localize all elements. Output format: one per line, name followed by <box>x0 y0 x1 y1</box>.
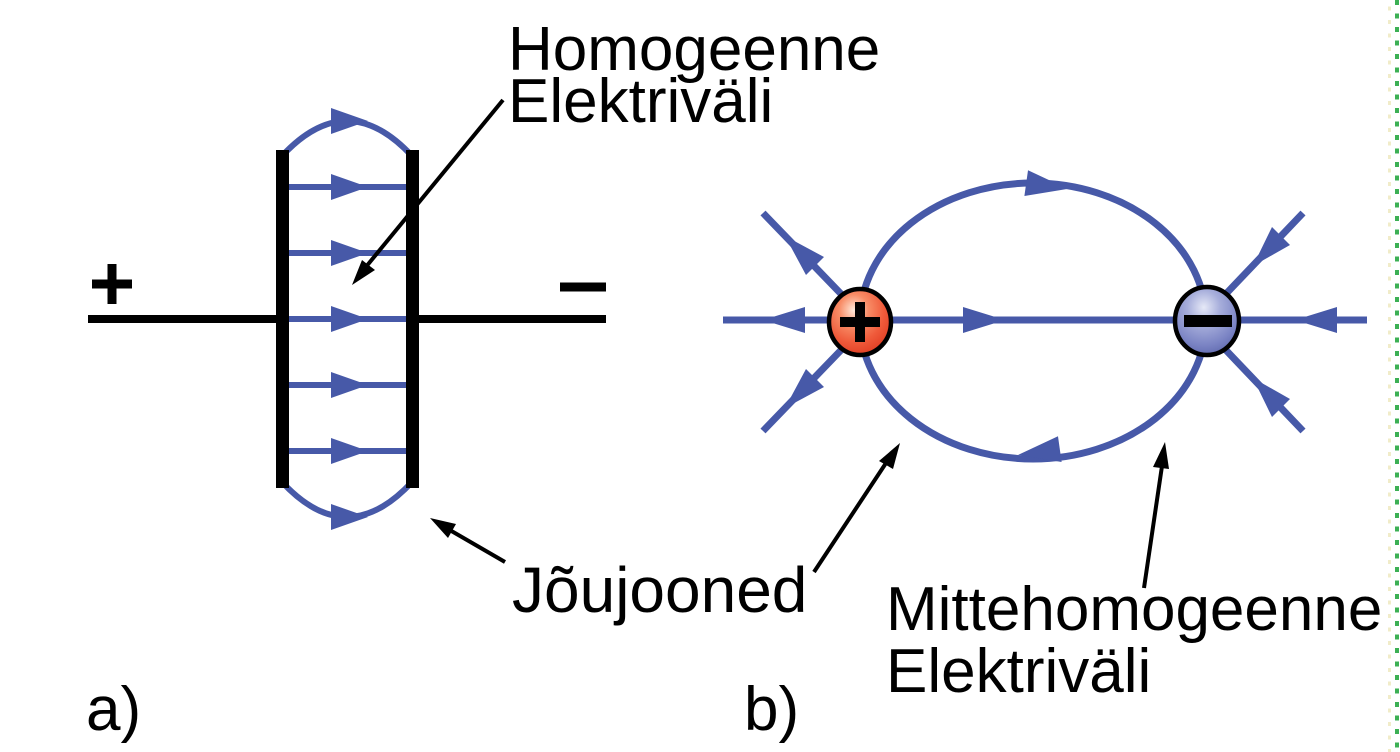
pointer-fieldlines-right-line <box>812 458 890 574</box>
panel-b-inhomogeneous-field <box>723 170 1367 463</box>
plus-icon <box>840 302 880 342</box>
arrowhead-fringe-bottom <box>331 504 368 530</box>
negative-charge <box>1172 284 1242 358</box>
arrowhead-ray-negative-lower <box>1253 378 1290 417</box>
label-panel-a: a) <box>86 675 141 744</box>
dipole-arrowheads <box>763 170 1337 462</box>
page-edge-decoration <box>1388 0 1399 752</box>
arrowhead-loop-bottom <box>1018 436 1062 462</box>
label-field-lines: Jõujooned <box>512 554 807 626</box>
pointer-inhomogeneous-line <box>1142 465 1164 589</box>
positive-terminal-icon <box>92 264 132 304</box>
arrowhead-right <box>331 438 368 464</box>
annotation-arrows <box>352 98 1169 589</box>
pointer-homogeneous-head <box>352 260 375 285</box>
arrowhead-ray-negative-upper <box>1253 227 1290 266</box>
pointer-fieldlines-right-head <box>879 443 900 469</box>
arrowhead-axis-middle <box>963 307 1005 333</box>
arrowhead-axis-left <box>763 307 805 333</box>
pointer-fieldlines-left-line <box>446 527 507 564</box>
label-inhomogeneous-line1: Mittehomogeenne <box>886 575 1382 644</box>
arrowhead-fringe-top <box>331 108 368 134</box>
arrowhead-right <box>331 174 368 200</box>
pointer-fieldlines-left-head <box>430 518 456 538</box>
positive-charge <box>826 286 894 358</box>
label-homogeneous-line1: Homogeenne <box>508 15 880 84</box>
arrowhead-ray-positive-lower <box>785 369 824 408</box>
arrowhead-axis-right <box>1295 307 1337 333</box>
arrowhead-loop-top <box>1024 170 1068 196</box>
arrowhead-ray-positive-upper <box>785 236 824 275</box>
label-panel-b: b) <box>744 675 799 744</box>
arrowhead-right <box>331 240 368 266</box>
label-homogeneous-line2: Elektriväli <box>508 67 773 136</box>
capacitor-plate-left <box>276 150 289 488</box>
labels: Homogeenne Elektriväli Jõujooned Mitteho… <box>86 15 1382 744</box>
label-inhomogeneous-line2: Elektriväli <box>886 637 1151 706</box>
pointer-homogeneous-line <box>363 98 505 270</box>
pointer-inhomogeneous-head <box>1153 442 1169 469</box>
field-lines-between-plates <box>289 174 406 464</box>
arrowhead-right <box>331 372 368 398</box>
capacitor-plate-right <box>406 150 419 488</box>
arrowhead-right <box>331 306 368 332</box>
panel-a-homogeneous-field <box>88 108 606 530</box>
